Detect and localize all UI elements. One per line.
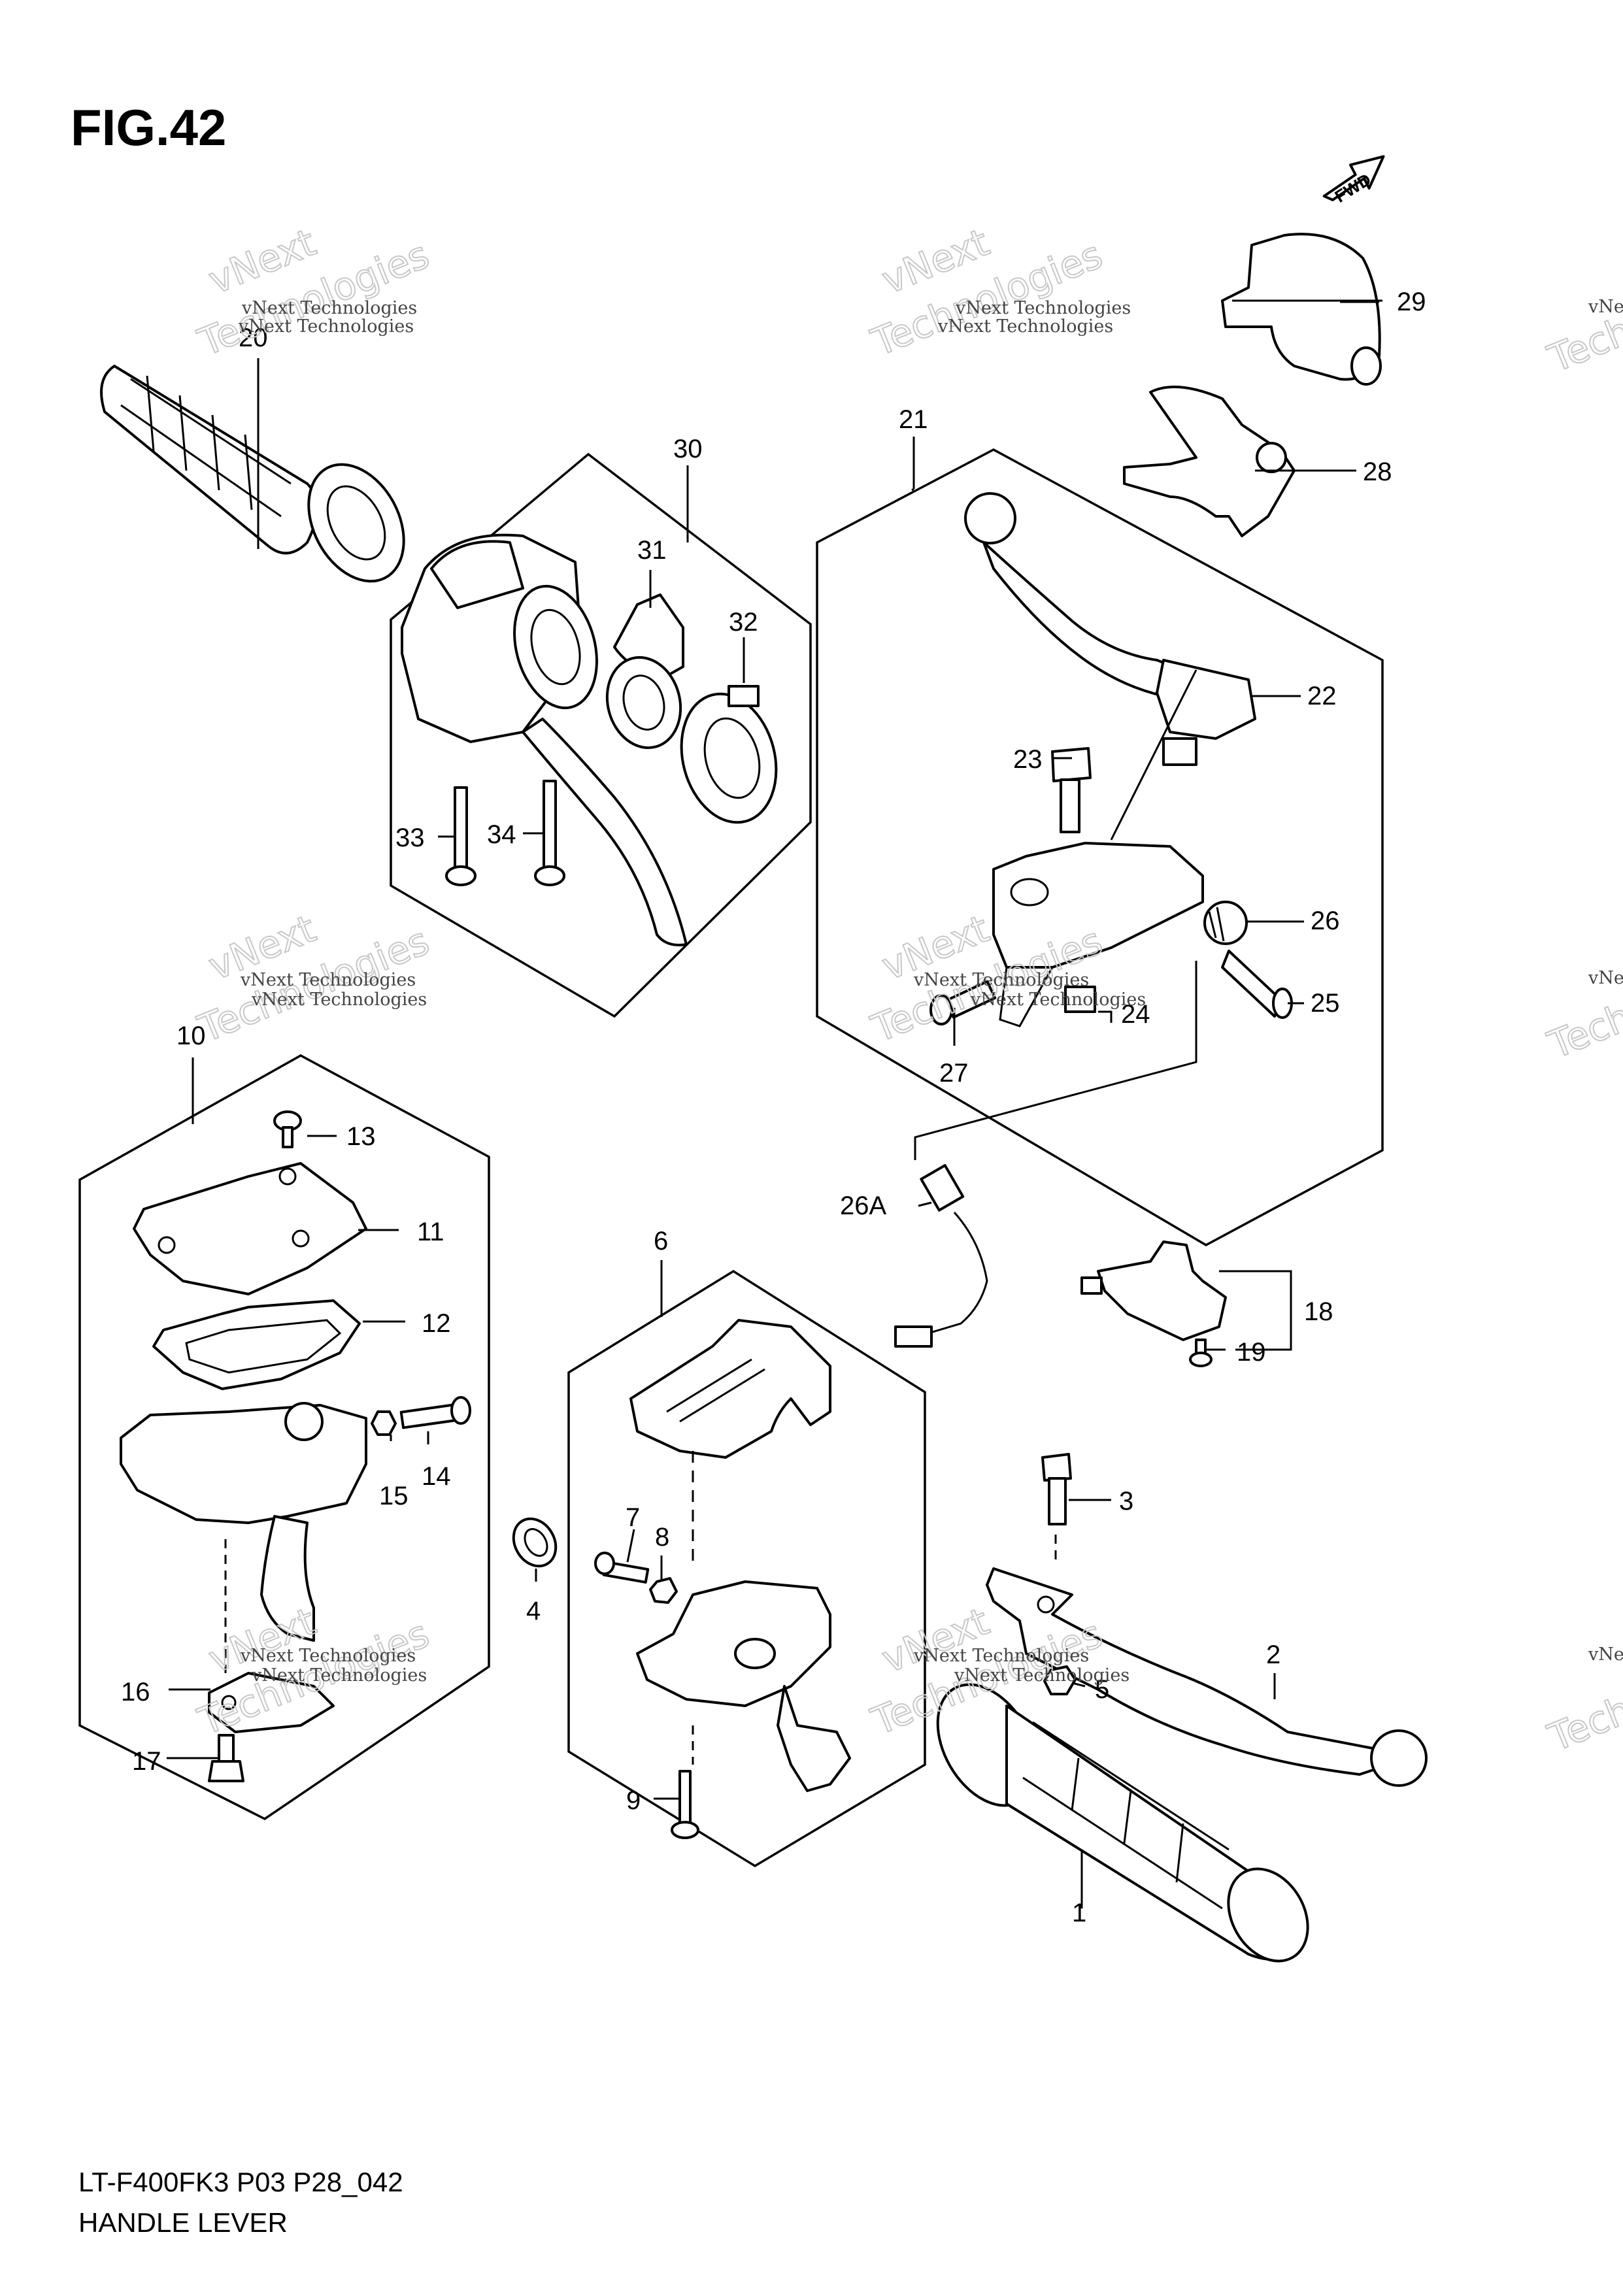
part-screw-19 <box>1189 1339 1213 1367</box>
callout-19: 19 <box>1237 1338 1266 1367</box>
callout-34: 34 <box>487 820 516 849</box>
forward-direction-arrow-icon: FWD <box>1322 155 1385 207</box>
callout-6: 6 <box>654 1227 668 1256</box>
svg-text:vNext Technologies: vNext Technologies <box>240 970 416 990</box>
callout-20: 20 <box>239 324 268 352</box>
callout-16: 16 <box>121 1678 150 1706</box>
svg-text:vNext Technologies: vNext Technologies <box>238 316 414 337</box>
footer-name: HANDLE LEVER <box>78 2207 288 2238</box>
callout-22: 22 <box>1307 682 1337 710</box>
part-nut-5 <box>1043 1665 1077 1695</box>
callout-5: 5 <box>1095 1675 1109 1704</box>
callout-23: 23 <box>1013 745 1043 774</box>
callout-11: 11 <box>417 1218 444 1246</box>
part-grip-right <box>936 1683 1309 1963</box>
callout-33: 33 <box>395 824 425 852</box>
callout-7: 7 <box>626 1503 640 1532</box>
svg-text:vNext Technologies: vNext Technologies <box>251 990 427 1010</box>
part-switch-18 <box>1080 1240 1227 1341</box>
leader-lines <box>167 299 1382 1908</box>
part-switch-lever <box>605 593 684 750</box>
callout-4: 4 <box>526 1597 541 1625</box>
part-ring-4 <box>512 1517 558 1568</box>
part-bolt-3 <box>1041 1453 1072 1525</box>
figure-title: FIG.42 <box>71 99 226 156</box>
part-switch-housing <box>401 533 688 946</box>
svg-text:vNext Technologies: vNext Technologies <box>954 1665 1129 1686</box>
callout-29: 29 <box>1397 288 1426 316</box>
callout-2: 2 <box>1266 1640 1280 1669</box>
part-plate-16 <box>208 1672 335 1733</box>
svg-text:vNext Technologies: vNext Technologies <box>1588 297 1623 317</box>
part-throttle-case-lower <box>636 1580 851 1792</box>
watermark-text: vNext Technologies <box>241 298 417 318</box>
callout-10: 10 <box>176 1022 206 1050</box>
callout-28: 28 <box>1363 458 1392 486</box>
part-throttle-housing <box>120 1402 367 1642</box>
callout-14: 14 <box>422 1462 451 1491</box>
svg-text:vNext Technologies: vNext Technologies <box>970 990 1146 1010</box>
callout-26a: 26A <box>840 1191 886 1220</box>
callout-30: 30 <box>673 435 703 463</box>
svg-text:vNext Technologies: vNext Technologies <box>1588 1644 1623 1665</box>
part-cover-29 <box>1221 233 1382 386</box>
part-nut-15 <box>371 1410 397 1436</box>
callout-15: 15 <box>379 1482 409 1510</box>
part-gasket-12 <box>152 1299 361 1390</box>
assembly-box-21 <box>816 448 1384 1247</box>
svg-text:vNext Technologies: vNext Technologies <box>913 970 1089 990</box>
callout-26: 26 <box>1311 907 1340 935</box>
part-screw-27 <box>929 980 997 1025</box>
part-lever-holder <box>992 842 1204 1027</box>
part-screw-7 <box>594 1552 650 1584</box>
part-screw-34 <box>534 780 565 886</box>
callout-labels: 20 30 31 32 33 34 21 22 23 24 25 26 26A … <box>121 288 1426 1927</box>
svg-text:vNext Technologies: vNext Technologies <box>937 316 1113 337</box>
part-brake-switch-26a <box>894 1164 988 1348</box>
callout-3: 3 <box>1119 1487 1133 1516</box>
part-screw-33 <box>445 786 477 886</box>
watermarks: vNext Technologies vNext Technologies vN… <box>192 219 1623 1761</box>
part-nut-24 <box>1064 986 1096 1013</box>
footer-model-code: LT-F400FK3 P03 P28_042 <box>78 2167 403 2197</box>
callout-27: 27 <box>939 1059 969 1088</box>
callout-13: 13 <box>346 1122 376 1151</box>
part-bolt-14 <box>399 1396 471 1429</box>
part-brake-lever-upper <box>964 492 1256 766</box>
part-grip-left <box>100 365 405 583</box>
part-screw-9 <box>671 1770 699 1839</box>
assembly-box-6 <box>567 1269 926 1868</box>
callout-8: 8 <box>655 1523 669 1552</box>
svg-text:vNext Technologies: vNext Technologies <box>240 1646 416 1666</box>
callout-17: 17 <box>132 1747 161 1776</box>
callout-1: 1 <box>1072 1899 1086 1927</box>
callout-24: 24 <box>1121 1000 1150 1029</box>
part-screw-13 <box>273 1110 302 1148</box>
callout-31: 31 <box>637 536 667 565</box>
part-bolt-17 <box>208 1734 244 1782</box>
callout-18: 18 <box>1304 1297 1333 1326</box>
callout-21: 21 <box>899 405 928 434</box>
part-adjuster-26 <box>1203 901 1248 945</box>
callout-12: 12 <box>422 1309 451 1338</box>
part-throttle-case-upper <box>629 1319 831 1459</box>
callout-25: 25 <box>1311 989 1340 1018</box>
callout-32: 32 <box>729 608 758 637</box>
svg-text:vNext Technologies: vNext Technologies <box>955 298 1131 318</box>
part-bracket-28 <box>1123 386 1296 537</box>
assembly-box-10 <box>78 1054 490 1821</box>
callout-9: 9 <box>626 1786 641 1815</box>
part-switch-ring <box>680 685 778 824</box>
assembly-box-30 <box>390 452 812 1018</box>
svg-text:vNext Technologies: vNext Technologies <box>251 1665 427 1686</box>
part-screw-25 <box>1221 950 1293 1019</box>
svg-text:Technologies: Technologies <box>1542 935 1623 1067</box>
part-nut-8 <box>649 1577 678 1604</box>
svg-text:vNext Technologies: vNext Technologies <box>1588 968 1623 988</box>
svg-text:vNext Technologies: vNext Technologies <box>913 1646 1089 1666</box>
part-cover-11 <box>133 1162 367 1295</box>
part-bolt-23 <box>1051 747 1092 833</box>
